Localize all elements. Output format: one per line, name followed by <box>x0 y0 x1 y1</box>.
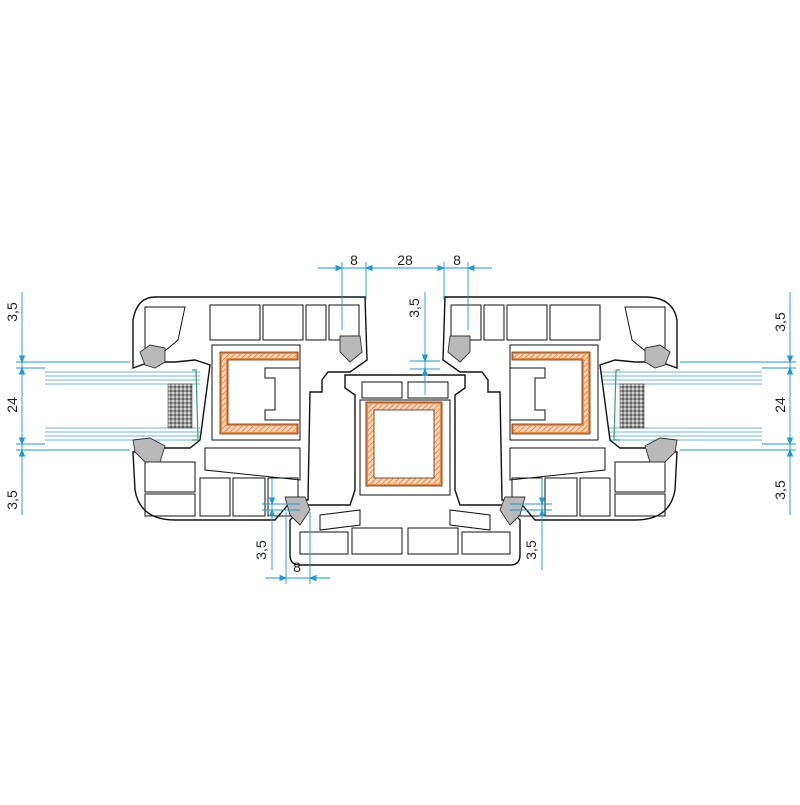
dim-left-24: 24 <box>4 397 20 413</box>
dim-bottom-right-3-5: 3,5 <box>523 540 539 560</box>
dim-center-3-5: 3,5 <box>406 298 422 318</box>
glass-left <box>45 371 200 441</box>
gaskets <box>132 335 678 526</box>
dimension-center: 3,5 <box>406 292 440 395</box>
sash-right <box>442 296 678 521</box>
dim-right-24: 24 <box>772 397 788 413</box>
dim-left-bottom-3-5: 3,5 <box>4 490 20 510</box>
glazing-bead-left <box>192 369 199 441</box>
dim-top-right-8: 8 <box>453 252 461 268</box>
dim-top-left-8: 8 <box>350 252 358 268</box>
steel-center <box>365 401 443 487</box>
dimension-left: 3,5 24 3,5 <box>4 292 130 515</box>
spacer-right <box>619 383 645 429</box>
steel-left <box>219 351 299 435</box>
dim-bottom-left-8: 8 <box>293 559 301 575</box>
steel-right <box>511 351 591 435</box>
glazing-bead-right <box>613 369 620 441</box>
dimension-top: 8 28 8 <box>318 252 492 330</box>
dim-bottom-left-3-5: 3,5 <box>253 540 269 560</box>
dim-right-bottom-3-5: 3,5 <box>772 480 788 500</box>
dim-top-mid-28: 28 <box>397 252 413 268</box>
dimension-right: 3,5 24 3,5 <box>680 292 796 515</box>
dimension-bottom-left: 3,5 8 <box>253 478 330 584</box>
dimension-bottom-right: 3,5 <box>510 478 552 570</box>
dim-right-top-3-5: 3,5 <box>772 312 788 332</box>
dim-left-top-3-5: 3,5 <box>4 302 20 322</box>
spacer-left <box>167 383 193 429</box>
sash-left <box>132 296 368 521</box>
